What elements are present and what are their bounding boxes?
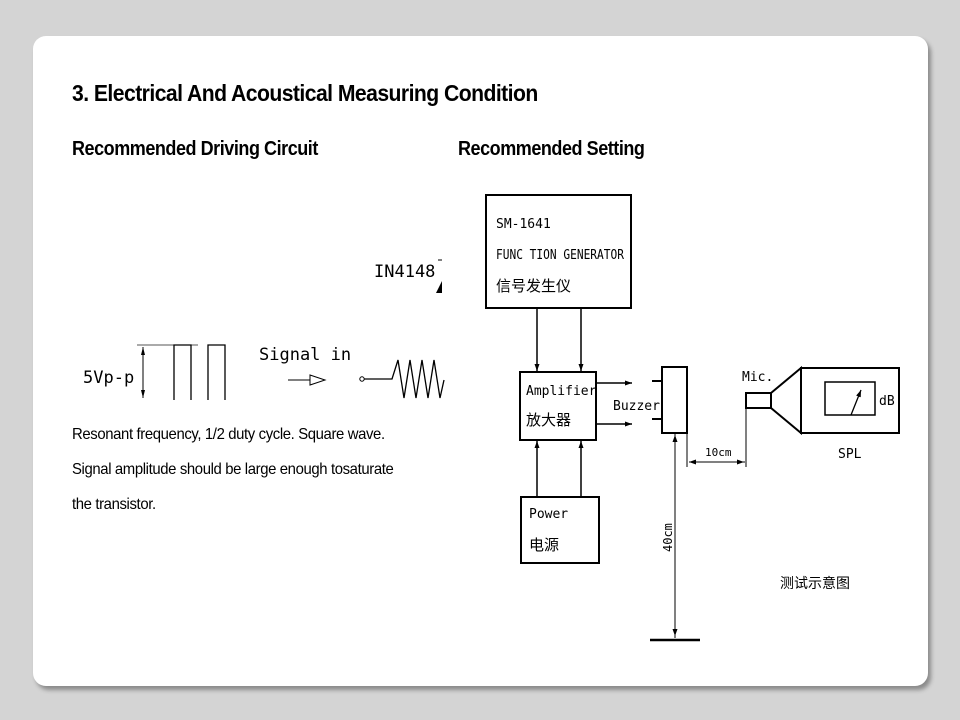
arrow-up-icon (141, 347, 145, 355)
power-box (520, 496, 600, 564)
diode-symbol-icon (436, 281, 442, 293)
square-pulse (207, 344, 226, 400)
square-pulse (173, 344, 192, 400)
resistor-symbol-icon (364, 359, 445, 399)
meter-label: SPL (838, 447, 862, 462)
amplifier-name: Amplifier (526, 384, 597, 399)
power-name-cn: 电源 (529, 536, 559, 554)
distance-horizontal-label: 10cm (705, 446, 732, 459)
buzzer-label: Buzzer (613, 399, 660, 414)
amplitude-label: 5Vp-p (83, 368, 134, 388)
amplifier-name-cn: 放大器 (526, 411, 571, 429)
function-generator-box (485, 194, 632, 309)
measurement-setup: SM-1641 FUNC TION GENERATOR 信号发生仪 Amplif… (485, 194, 900, 642)
distance-vertical-label: 40cm (661, 523, 675, 552)
meter-horn (770, 365, 802, 436)
meter-unit: dB (879, 394, 895, 409)
power-name: Power (529, 507, 568, 522)
signal-in-label: Signal in (259, 345, 351, 365)
amplifier-box (519, 371, 597, 441)
recommended-setting-heading: Recommended Setting (458, 138, 645, 160)
description-line-2: Signal amplitude should be large enough … (72, 461, 394, 478)
meter-display (824, 381, 876, 416)
buzzer-box (661, 366, 688, 434)
description-line-3: the transistor. (72, 496, 156, 513)
generator-model: SM-1641 (496, 217, 551, 232)
driving-circuit: IN4148 5Vp-p Signal in (83, 259, 445, 400)
signal-arrow-icon (309, 374, 327, 386)
generator-name: FUNC TION GENERATOR (496, 248, 624, 263)
driving-circuit-heading: Recommended Driving Circuit (72, 138, 318, 160)
description-line-1: Resonant frequency, 1/2 duty cycle. Squa… (72, 426, 385, 443)
page-title: 3. Electrical And Acoustical Measuring C… (72, 80, 538, 106)
diagram-caption: 测试示意图 (780, 575, 850, 592)
input-terminal (359, 376, 365, 382)
meter-needle-icon (850, 389, 862, 416)
arrow-down-icon (141, 390, 145, 398)
generator-name-cn: 信号发生仪 (496, 277, 571, 295)
mic-label: Mic. (742, 370, 773, 385)
slide-card (33, 36, 928, 686)
microphone-icon (745, 392, 772, 409)
diode-label: IN4148 (374, 262, 435, 282)
